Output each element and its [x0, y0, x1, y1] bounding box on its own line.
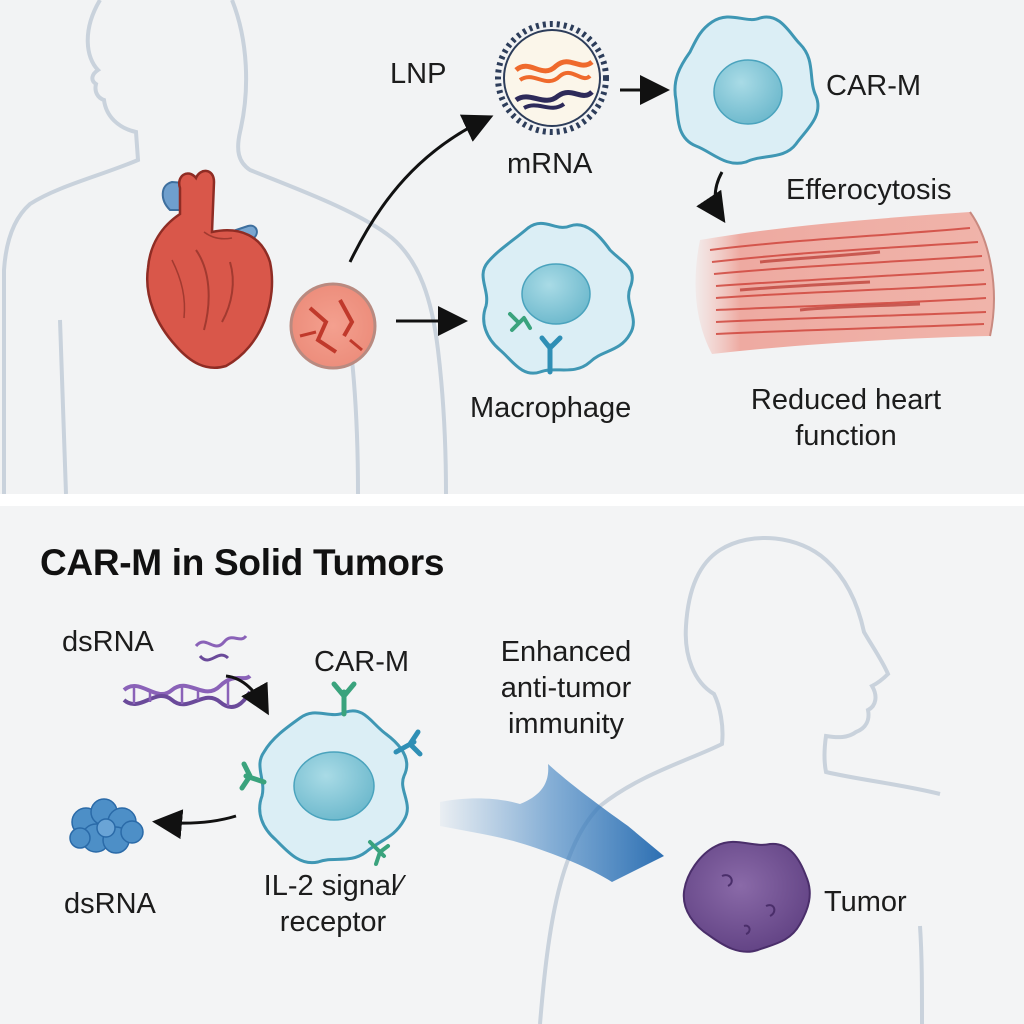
carm-cell-icon	[673, 15, 820, 165]
body-silhouette	[2, 0, 141, 494]
enhanced-immunity-label: Enhanced anti-tumor immunity	[466, 634, 666, 742]
tissue-patch-icon	[289, 282, 377, 370]
macrophage-label: Macrophage	[470, 392, 632, 424]
section-title: CAR-M in Solid Tumors	[40, 542, 445, 583]
panel-divider	[0, 494, 1024, 506]
il2-line-2: receptor	[279, 906, 387, 938]
mrna-label: mRNA	[507, 148, 593, 180]
lnp-particle-icon	[495, 21, 609, 135]
enhanced-line-1: Enhanced	[500, 636, 632, 668]
top-illustration	[2, 0, 995, 494]
arrow-to-muscle	[696, 171, 726, 223]
macrophage-cell-icon	[481, 221, 635, 375]
blue-immunity-arrow	[440, 764, 664, 882]
efferocytosis-label: Efferocytosis	[786, 174, 952, 206]
carm-cell-bottom-icon	[239, 681, 423, 866]
muscle-tissue-icon	[695, 211, 995, 354]
bottom-illustration	[69, 535, 941, 1024]
enhanced-line-3: immunity	[507, 708, 624, 740]
arrow-dsrna-to-carm	[225, 674, 269, 716]
reduced-line-1: Reduced heart	[750, 384, 942, 416]
top-panel: LNP mRNA CAR-M Efferocytosis Macrophage …	[0, 0, 1024, 494]
heart-icon	[146, 169, 274, 369]
il2-receptor-label: IL-2 signal⁄ receptor	[250, 868, 416, 940]
carm-bottom-label: CAR-M	[314, 646, 410, 678]
enhanced-line-2: anti-tumor	[500, 672, 632, 704]
arrow-carm-to-cluster	[152, 809, 237, 840]
dsrna-top-label: dsRNA	[62, 626, 154, 658]
arrow-to-lnp	[348, 114, 494, 263]
dsrna-cluster-icon	[69, 798, 144, 854]
tumor-icon	[682, 841, 811, 953]
reduced-heart-function-label: Reduced heart function	[726, 382, 966, 454]
bottom-panel: CAR-M in Solid Tumors dsRNA CAR-M Enhanc…	[0, 506, 1024, 1024]
body-silhouette-right	[538, 535, 941, 1024]
carm-top-label: CAR-M	[826, 70, 922, 102]
lnp-label: LNP	[390, 58, 447, 90]
il2-line-1: IL-2 signal⁄	[263, 870, 403, 902]
reduced-line-2: function	[795, 420, 897, 452]
dsrna-bottom-label: dsRNA	[64, 888, 156, 920]
tumor-label: Tumor	[824, 886, 907, 918]
